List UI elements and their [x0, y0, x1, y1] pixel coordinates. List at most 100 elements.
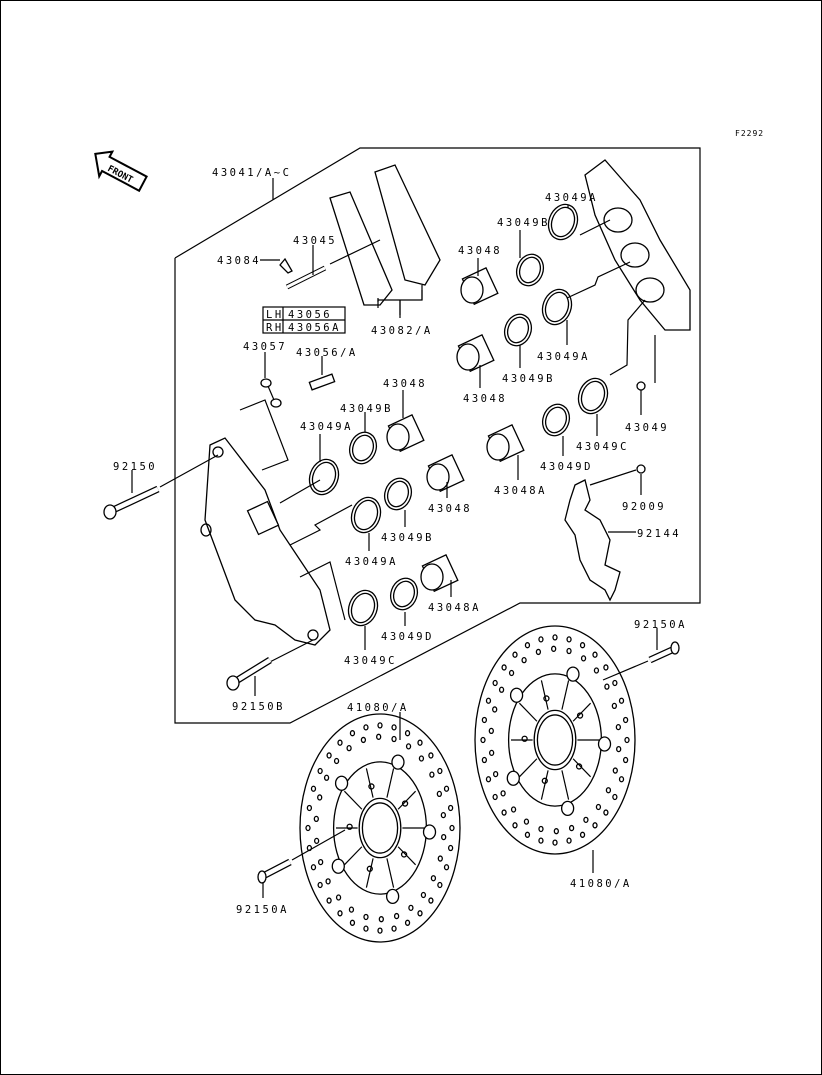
part-label-seal-d-l3: 43049D	[381, 631, 434, 643]
disc-bolt-boss	[509, 687, 524, 703]
seal-ring	[347, 589, 379, 627]
disc-hole	[501, 664, 507, 671]
disc-hole	[363, 913, 369, 921]
disc-hole	[443, 785, 450, 792]
pad-spring	[260, 352, 282, 408]
disc-hole	[317, 881, 323, 889]
disc-hole	[604, 683, 610, 690]
disc-hole	[603, 664, 609, 671]
disc-hole	[449, 824, 455, 832]
disc-hole	[498, 686, 505, 693]
disc-hole	[436, 790, 443, 798]
seal-ring	[308, 458, 340, 496]
disc-hole	[360, 736, 367, 744]
disc-hole	[391, 925, 397, 932]
part-label-piston-r2: 43048	[463, 393, 507, 405]
part-label-seal-a-l2: 43049A	[345, 556, 398, 568]
disc-hole	[363, 724, 369, 731]
table-side-rh: RH	[266, 322, 284, 334]
disc-hole	[485, 776, 492, 783]
disc-hole	[418, 755, 425, 762]
clip	[260, 257, 293, 274]
disc-hole	[391, 735, 397, 743]
part-label-bolt-disc-r: 92150A	[634, 619, 687, 631]
part-label-piston-l2: 43048	[428, 503, 472, 515]
disc-hole	[603, 809, 609, 816]
disc-hole	[337, 910, 343, 917]
table-part-lh: 43056	[288, 309, 332, 321]
part-label-piston-a-l3: 43048A	[428, 602, 481, 614]
disc-hole	[481, 716, 488, 724]
disc-hole	[579, 831, 586, 838]
part-label-seal-a-r1: 43049A	[545, 192, 598, 204]
disc-hole	[551, 645, 557, 652]
part-label-bolt-caliper-b: 92150B	[232, 701, 285, 713]
disc-hole	[512, 651, 518, 658]
piston	[486, 424, 525, 463]
part-label-bleeder: 43056/A	[296, 347, 358, 359]
piston	[420, 554, 459, 593]
part-label-disc-r: 41080/A	[570, 878, 632, 890]
disc-hole	[417, 910, 423, 917]
pistons	[308, 203, 609, 650]
disc-hole	[611, 702, 618, 710]
disc-hole	[488, 727, 494, 735]
disc-hole	[317, 858, 324, 866]
disc-hole	[524, 831, 531, 838]
disc-hole	[437, 881, 443, 889]
piston	[460, 267, 499, 306]
part-label-bolt-disc-l: 92150A	[236, 904, 289, 916]
disc-hole	[447, 844, 454, 852]
disc-hole	[481, 756, 488, 764]
disc-hole	[521, 656, 527, 664]
bolt-cover	[589, 464, 646, 495]
seal-ring	[383, 477, 413, 511]
disc-hole	[408, 904, 414, 912]
disc-hole	[492, 770, 499, 778]
table-side-lh: LH	[266, 309, 284, 321]
disc-hole	[430, 875, 437, 882]
bleeder-valve	[308, 356, 336, 391]
disc-hole	[535, 648, 542, 656]
part-label-cap: 43049	[625, 422, 669, 434]
disc-hole	[538, 636, 544, 643]
disc-hole	[500, 790, 506, 797]
seal-ring	[577, 377, 609, 415]
disc-hole	[480, 736, 486, 744]
disc-hole	[378, 916, 384, 923]
disc-hole	[524, 642, 531, 649]
disc-hole	[510, 806, 517, 813]
disc-hole	[579, 642, 586, 649]
disc-hole	[377, 722, 383, 729]
disc-bolt-boss	[331, 858, 345, 874]
disc-hole	[323, 774, 330, 781]
part-label-seal-b-l2: 43049B	[381, 532, 434, 544]
disc-bolt-boss	[391, 754, 405, 770]
disc-hole	[566, 837, 572, 844]
brake-pads	[329, 164, 441, 315]
disc-hole	[501, 809, 507, 816]
part-label-seal-c-l3: 43049C	[344, 655, 397, 667]
part-label-pads: 43082/A	[371, 325, 433, 337]
brake-disc-right	[474, 625, 636, 855]
disc-bolt-boss	[566, 666, 580, 682]
disc-hole	[313, 837, 320, 845]
disc-hole	[583, 816, 589, 824]
disc-hole	[417, 739, 423, 746]
disc-hole	[404, 730, 411, 737]
disc-hole	[622, 716, 629, 724]
part-label-seal-a-l1: 43049A	[300, 421, 353, 433]
disc-hole	[310, 864, 317, 871]
disc-hole	[317, 794, 323, 801]
disc-hole	[616, 745, 622, 753]
disc-hole	[393, 912, 400, 920]
disc-bolt-boss	[385, 888, 400, 904]
disc-hole	[538, 825, 544, 833]
disc-hole	[349, 730, 356, 737]
disc-hole	[335, 894, 342, 901]
brake-disc-left	[299, 713, 461, 943]
disc-hole	[593, 667, 600, 674]
disc-hole	[440, 811, 447, 819]
part-label-pad-spring: 43057	[243, 341, 287, 353]
